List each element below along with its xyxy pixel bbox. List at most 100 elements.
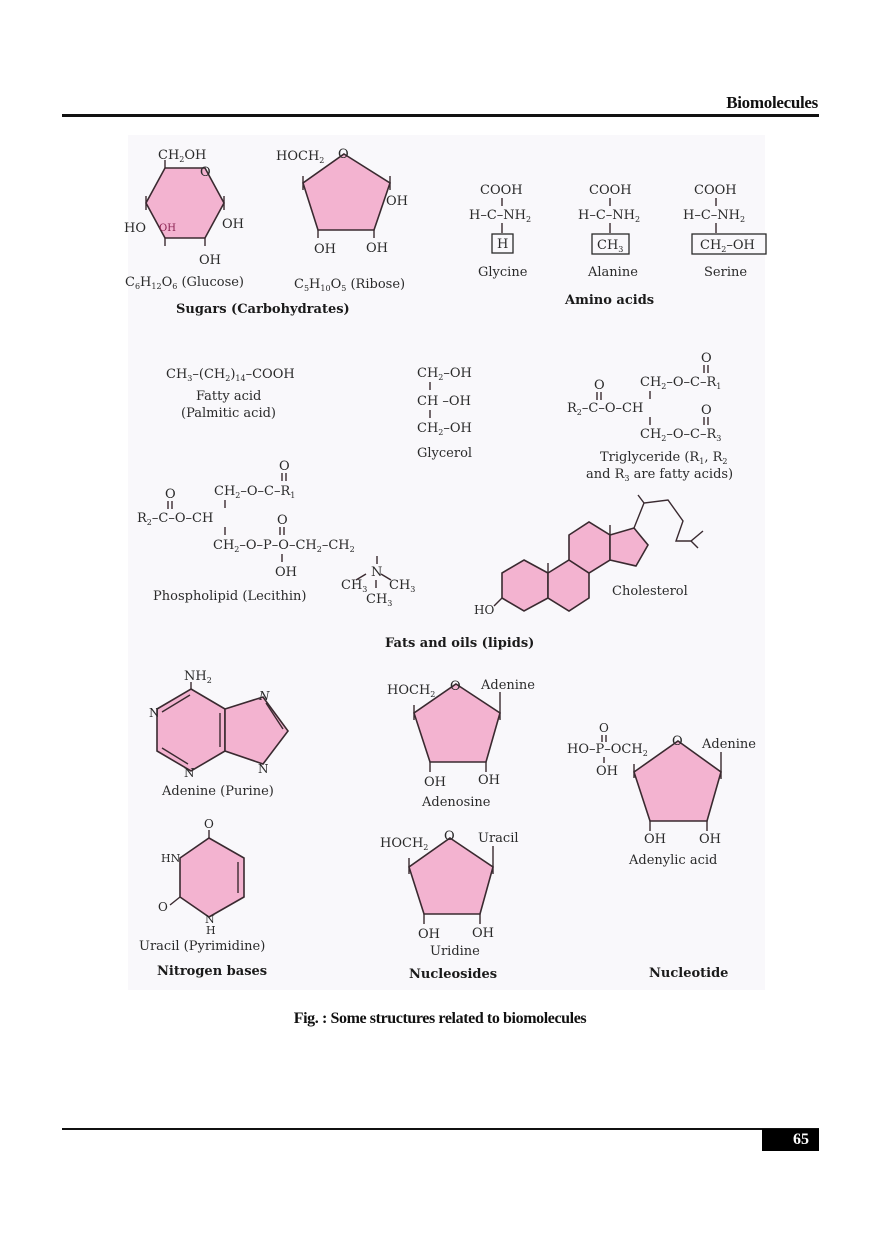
adenine-purine-label: Adenine (Purine) — [161, 784, 274, 799]
svg-text:CH2–O–P–O–CH2–CH2: CH2–O–P–O–CH2–CH2 — [213, 538, 355, 554]
fatty-acid-structure: CH3–(CH2)14–COOH Fatty acid (Palmitic ac… — [166, 367, 295, 421]
svg-text:OH: OH — [275, 565, 297, 580]
svg-text:COOH: COOH — [480, 183, 523, 198]
svg-text:CH2–O–C–R3: CH2–O–C–R3 — [640, 427, 721, 443]
footer-rule — [62, 1128, 819, 1130]
adenylic-acid-label: Adenylic acid — [628, 853, 717, 868]
glycerol-structure: CH2–OH CH –OH CH2–OH Glycerol — [417, 366, 472, 461]
svg-text:OH: OH — [472, 926, 494, 941]
serine-structure: COOH H–C–NH2 CH2–OH Serine — [683, 183, 767, 280]
uridine-structure: HOCH2 O Uracil OH OH Uridine — [380, 829, 519, 959]
svg-text:O: O — [594, 378, 605, 393]
uracil-pyrimidine-label: Uracil (Pyrimidine) — [139, 939, 265, 954]
svg-text:R2–C–O–CH: R2–C–O–CH — [567, 401, 643, 417]
section-heading-nucleosides: Nucleosides — [409, 967, 497, 982]
glucose-structure: CH2OH O HO OH OH OH C6H12O6 (Glucose) — [124, 148, 244, 291]
svg-text:COOH: COOH — [589, 183, 632, 198]
svg-text:H–C–NH2: H–C–NH2 — [469, 208, 531, 224]
svg-text:HOCH2: HOCH2 — [380, 836, 428, 852]
header-rule — [62, 114, 819, 117]
section-heading-lipids: Fats and oils (lipids) — [385, 636, 534, 651]
glucose-ring-oxygen: O — [200, 165, 211, 180]
svg-text:CH3–(CH2)14–COOH: CH3–(CH2)14–COOH — [166, 367, 295, 383]
adenosine-structure: HOCH2 O Adenine OH OH Adenosine — [387, 678, 535, 810]
cholesterol-label: Cholesterol — [612, 584, 688, 599]
section-heading-sugars: Sugars (Carbohydrates) — [176, 302, 350, 317]
svg-text:CH2–OH: CH2–OH — [417, 366, 472, 382]
svg-text:O: O — [701, 351, 712, 366]
svg-text:O: O — [672, 734, 683, 749]
section-heading-nucleotide: Nucleotide — [649, 966, 728, 981]
svg-text:N: N — [184, 766, 195, 780]
svg-text:N: N — [258, 762, 269, 776]
svg-text:CH2–OH: CH2–OH — [700, 238, 755, 254]
svg-text:O: O — [444, 829, 455, 844]
svg-text:CH3: CH3 — [366, 592, 392, 608]
svg-text:H: H — [206, 924, 216, 937]
ribose-ring-oxygen: O — [338, 147, 349, 162]
adenine-structure: NH2 N N N N Adenine (Purine) — [149, 669, 289, 799]
svg-text:Adenine: Adenine — [480, 678, 535, 693]
page-number-box: 65 — [762, 1129, 819, 1151]
adenosine-label: Adenosine — [421, 795, 491, 810]
glucose-label: C6H12O6 (Glucose) — [125, 275, 244, 291]
fatty-acid-label: Fatty acid — [196, 389, 261, 404]
svg-text:CH2–OH: CH2–OH — [417, 421, 472, 437]
svg-text:COOH: COOH — [694, 183, 737, 198]
svg-text:Uracil: Uracil — [478, 831, 519, 846]
uracil-structure: O HN O N H Uracil (Pyrimidine) — [139, 817, 265, 954]
svg-text:N: N — [149, 706, 160, 720]
running-header-title: Biomolecules — [726, 93, 818, 112]
svg-text:O: O — [204, 817, 214, 831]
svg-text:O: O — [279, 459, 290, 474]
svg-text:HO–P–OCH2: HO–P–OCH2 — [567, 742, 648, 758]
svg-text:O: O — [450, 679, 461, 694]
glycine-structure: COOH H–C–NH2 H Glycine — [469, 183, 531, 280]
svg-text:H: H — [497, 237, 508, 252]
glycine-label: Glycine — [478, 265, 528, 280]
figure-caption: Fig. : Some structures related to biomol… — [293, 1010, 587, 1027]
svg-text:O: O — [158, 900, 168, 914]
alanine-label: Alanine — [587, 265, 638, 280]
page-number: 65 — [793, 1131, 809, 1148]
phospholipid-structure: O CH2–O–C–R1 O R2–C–O–CH O CH2–O–P–O–CH2… — [137, 459, 415, 608]
glycerol-label: Glycerol — [417, 446, 472, 461]
svg-text:CH2–O–C–R1: CH2–O–C–R1 — [640, 375, 721, 391]
section-heading-amino-acids: Amino acids — [564, 293, 654, 308]
glucose-left-oh: HO — [124, 221, 146, 236]
svg-text:O: O — [165, 487, 176, 502]
svg-text:N: N — [258, 689, 270, 703]
svg-text:CH3: CH3 — [341, 578, 367, 594]
svg-text:OH: OH — [699, 832, 721, 847]
uridine-label: Uridine — [430, 944, 480, 959]
svg-text:O: O — [599, 721, 609, 735]
svg-text:OH: OH — [596, 764, 618, 779]
svg-text:HN: HN — [161, 852, 181, 865]
svg-text:R2–C–O–CH: R2–C–O–CH — [137, 511, 213, 527]
serine-label: Serine — [704, 265, 747, 280]
glucose-inner-oh: OH — [159, 223, 176, 234]
phospholipid-label: Phospholipid (Lecithin) — [153, 589, 306, 604]
cholesterol-structure: HO Cholesterol — [474, 494, 704, 617]
section-heading-nitrogen-bases: Nitrogen bases — [157, 964, 267, 979]
glucose-right-oh: OH — [222, 217, 244, 232]
ribose-bottom-left-oh: OH — [314, 242, 336, 257]
svg-text:N: N — [371, 565, 382, 580]
svg-text:NH2: NH2 — [184, 669, 212, 685]
svg-text:OH: OH — [418, 927, 440, 942]
triglyceride-structure: O CH2–O–C–R1 O R2–C–O–CH O CH2–O–C–R3 Tr… — [567, 351, 733, 483]
triglyceride-label-line-2: and R3 are fatty acids) — [586, 467, 733, 483]
svg-text:H–C–NH2: H–C–NH2 — [683, 208, 745, 224]
alanine-structure: COOH H–C–NH2 CH3 Alanine — [578, 183, 640, 280]
glucose-top-group: CH2OH — [158, 148, 206, 164]
svg-text:OH: OH — [644, 832, 666, 847]
svg-text:CH2–O–C–R1: CH2–O–C–R1 — [214, 484, 295, 500]
ribose-label: C5H10O5 (Ribose) — [294, 277, 405, 293]
svg-text:O: O — [277, 513, 288, 528]
adenylic-acid-structure: O HO–P–OCH2 OH O Adenine OH OH Adenylic … — [567, 721, 756, 868]
svg-text:CH3: CH3 — [597, 238, 623, 254]
svg-text:N: N — [205, 913, 215, 926]
svg-text:Adenine: Adenine — [701, 737, 756, 752]
svg-text:O: O — [701, 403, 712, 418]
